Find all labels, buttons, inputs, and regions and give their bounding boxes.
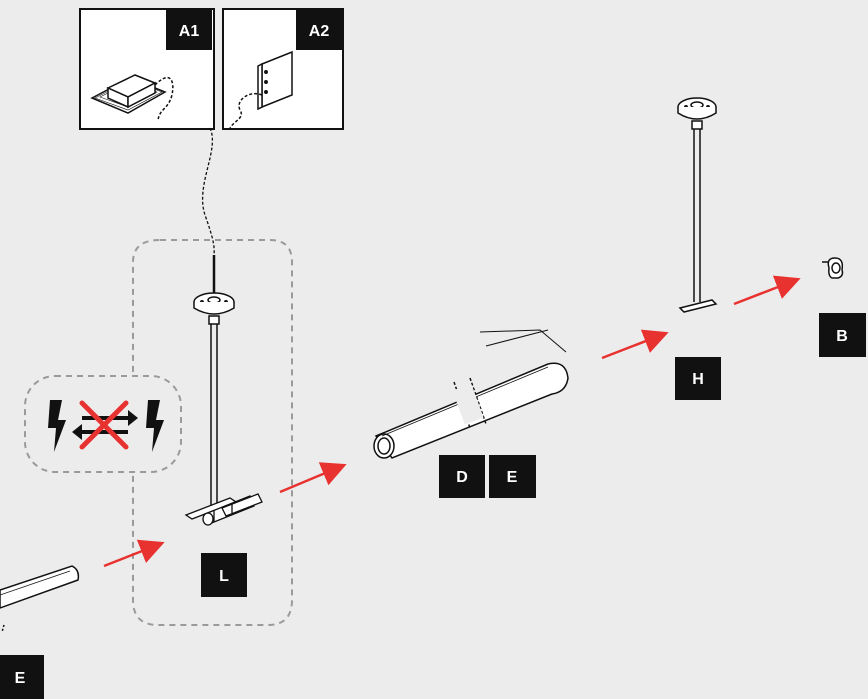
assembly-direction-arrows	[103, 275, 801, 568]
inset-a1: A1	[79, 8, 215, 130]
label-a1: A1	[179, 23, 200, 40]
label-e-mid: E	[507, 469, 518, 486]
label-e-bottom-box: E	[0, 655, 44, 699]
track-profile-left	[0, 565, 80, 633]
track-profile-icon	[373, 329, 569, 459]
label-l: L	[219, 568, 229, 585]
feed-connector-icon	[184, 493, 263, 526]
label-d-box: D	[439, 455, 485, 498]
label-a2: A2	[309, 23, 330, 40]
supply-cable-line	[201, 127, 215, 256]
label-l-box: L	[201, 553, 247, 597]
label-b: B	[836, 328, 848, 345]
label-b-box: B	[819, 313, 866, 357]
feed-pendant	[193, 255, 235, 508]
wall-mount-icon	[229, 50, 293, 129]
label-h: H	[692, 371, 704, 388]
inset-a2: A2	[222, 8, 344, 130]
feed-assembly-outline	[132, 239, 293, 626]
label-d: D	[456, 469, 468, 486]
label-h-box: H	[675, 357, 721, 400]
power-disconnect-warning-icon	[24, 375, 182, 473]
end-cap-clip-icon	[822, 257, 844, 279]
cable-connector-icon	[90, 74, 174, 121]
label-e-bottom: E	[15, 670, 26, 687]
label-e-mid-box: E	[489, 455, 536, 498]
ceiling-pendant-icon	[677, 97, 718, 313]
